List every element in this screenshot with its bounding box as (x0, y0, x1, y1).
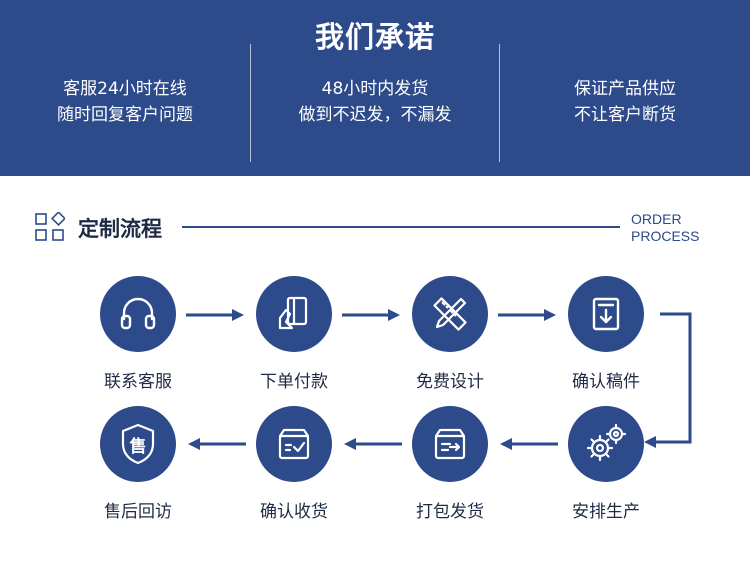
promise-item-line: 客服24小时在线 (63, 79, 187, 99)
hand-card-icon (272, 292, 316, 336)
promise-banner: 我们承诺 客服24小时在线 随时回复客户问题 48小时内发货 做到不迟发，不漏发… (0, 0, 750, 176)
promise-divider (250, 44, 251, 162)
document-download-icon (586, 294, 626, 334)
process-header: 定制流程 ORDER PROCESS (0, 200, 750, 260)
promise-divider (499, 44, 500, 162)
promise-item-supply: 保证产品供应 不让客户断货 (500, 76, 750, 128)
step-arrange-production: 安排生产 (546, 406, 666, 522)
shield-service-icon: 售 (118, 422, 158, 466)
step-circle: 售 (100, 406, 176, 482)
promise-item-line: 做到不迟发，不漏发 (298, 105, 452, 125)
step-pack-ship: 打包发货 (390, 406, 510, 522)
promise-item-line: 48小时内发货 (321, 79, 429, 99)
headphones-icon (116, 292, 160, 336)
step-label: 售后回访 (104, 502, 172, 522)
promise-item-service: 客服24小时在线 随时回复客户问题 (0, 76, 250, 128)
arrow-left-icon (186, 436, 246, 452)
step-label: 确认稿件 (572, 372, 640, 392)
promise-title: 我们承诺 (314, 20, 435, 54)
box-check-icon (272, 422, 316, 466)
promise-item-line: 不让客户断货 (574, 105, 676, 125)
arrow-turn-down-icon (640, 312, 696, 452)
arrow-left-icon (342, 436, 402, 452)
step-circle (568, 406, 644, 482)
step-circle (256, 276, 332, 352)
step-label: 安排生产 (572, 502, 640, 522)
step-label: 打包发货 (416, 502, 484, 522)
package-ship-icon (428, 422, 472, 466)
step-label: 联系客服 (104, 372, 172, 392)
step-label: 确认收货 (260, 502, 328, 522)
step-circle (100, 276, 176, 352)
gears-icon (582, 420, 630, 468)
step-confirm-draft: 确认稿件 (546, 276, 666, 392)
process-title: 定制流程 (78, 217, 162, 241)
step-circle (256, 406, 332, 482)
english-title-line: PROCESS (631, 228, 700, 244)
header-divider (182, 226, 620, 228)
step-order-payment: 下单付款 (234, 276, 354, 392)
arrow-right-icon (498, 307, 558, 323)
step-label: 下单付款 (260, 372, 328, 392)
promise-item-line: 随时回复客户问题 (57, 105, 193, 125)
step-circle (568, 276, 644, 352)
grid-diamond-icon (35, 212, 65, 242)
process-english-title: ORDER PROCESS (631, 211, 699, 245)
shield-glyph: 售 (129, 437, 147, 457)
step-circle (412, 406, 488, 482)
step-free-design: 免费设计 (390, 276, 510, 392)
arrow-right-icon (342, 307, 402, 323)
arrow-left-icon (498, 436, 558, 452)
step-label: 免费设计 (416, 372, 484, 392)
step-confirm-receipt: 确认收货 (234, 406, 354, 522)
step-after-sales: 售 售后回访 (78, 406, 198, 522)
english-title-line: ORDER (631, 211, 682, 227)
promise-item-shipping: 48小时内发货 做到不迟发，不漏发 (250, 76, 500, 128)
step-contact-service: 联系客服 (78, 276, 198, 392)
ruler-pencil-icon (427, 291, 473, 337)
step-circle (412, 276, 488, 352)
arrow-right-icon (186, 307, 246, 323)
promise-item-line: 保证产品供应 (574, 79, 676, 99)
